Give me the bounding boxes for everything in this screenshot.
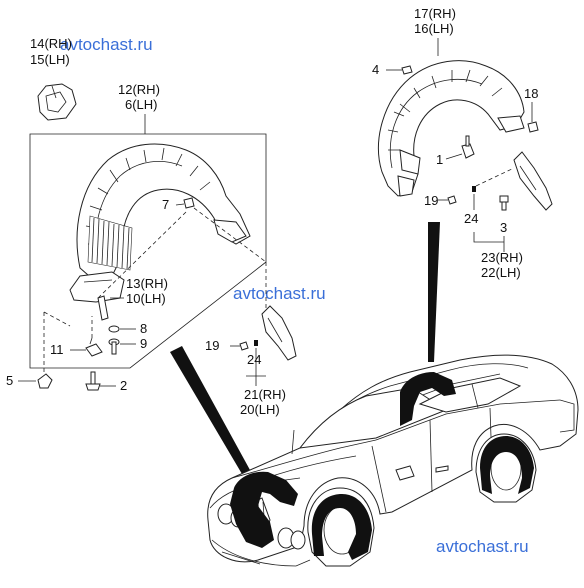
mudflap-part-23-22 [513,151,553,211]
label-17-rh: 17(RH) [414,6,456,21]
label-24-left: 24 [247,352,261,367]
label-1: 1 [436,152,443,167]
watermark-top: avtochast.ru [60,35,153,54]
label-23-rh: 23(RH) [481,250,523,265]
label-16-lh: 16(LH) [414,21,454,36]
label-6-lh: 6(LH) [125,97,158,112]
watermark-bottom: avtochast.ru [436,537,529,556]
clip-part-14-15 [37,83,77,121]
label-11: 11 [50,342,64,357]
washer-part-8 [108,325,120,333]
bolt-part-9 [108,338,120,355]
front-wheel-guard [69,143,251,303]
mudflap-part-21-20 [261,305,297,361]
label-24-right: 24 [464,211,478,226]
label-18: 18 [524,86,538,101]
front-wheel-guard-highlight [311,494,372,560]
label-19-left: 19 [205,338,219,353]
bracket-part-13-10 [97,295,109,321]
clip-part-7 [183,197,195,209]
label-13-rh: 13(RH) [126,276,168,291]
screw-part-4 [401,65,413,75]
label-20-lh: 20(LH) [240,402,280,417]
left-group-frame [29,133,267,369]
screw-part-19-left [239,341,249,351]
rear-wheel-guard [378,60,525,197]
clip-part-24-left [254,340,258,346]
label-14-rh: 14(RH) [30,36,72,51]
rear-guard-highlight [400,372,456,426]
rear-wheel-guard-highlight [480,436,534,494]
label-22-lh: 22(LH) [481,265,521,280]
label-2: 2 [120,378,127,393]
label-15-lh: 15(LH) [30,52,70,67]
bolt-part-1 [461,135,475,159]
pointer-front-guard [170,346,250,474]
label-8: 8 [140,321,147,336]
bolt-part-3 [499,195,509,211]
watermark-middle: avtochast.ru [233,284,326,303]
label-5: 5 [6,373,13,388]
clip-part-18 [527,121,539,133]
label-3: 3 [500,220,507,235]
label-12-rh: 12(RH) [118,82,160,97]
clip-part-5 [37,373,53,389]
label-10-lh: 10(LH) [126,291,166,306]
clip-part-11 [85,337,103,357]
pointer-rear-guard [428,222,440,362]
label-7: 7 [162,197,169,212]
label-21-rh: 21(RH) [244,387,286,402]
label-19-right: 19 [424,193,438,208]
label-9: 9 [140,336,147,351]
clip-part-24-right [472,186,476,192]
label-4: 4 [372,62,379,77]
screw-part-19-right [447,195,457,205]
front-guard-highlight [230,471,298,548]
bolt-part-2 [85,371,101,391]
